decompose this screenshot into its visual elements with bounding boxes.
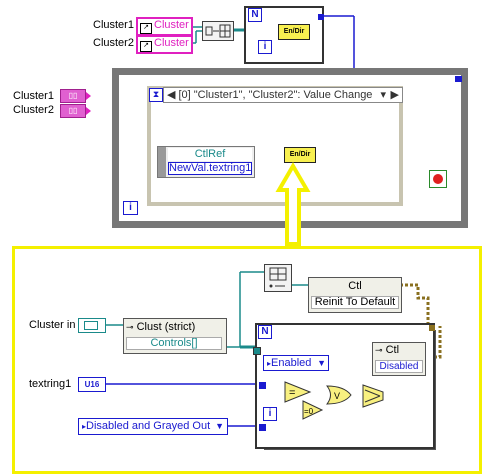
textring1-terminal[interactable]: U16 (78, 377, 106, 392)
wire-reinit (400, 283, 430, 326)
subvi-loop-count: N (258, 325, 272, 339)
reference-icon: ↗ (140, 23, 152, 34)
cluster2-ref-label: Cluster2 (93, 37, 134, 49)
cluster-in-terminal[interactable] (78, 318, 106, 333)
ctlref-item: CtlRef (168, 148, 252, 161)
case-dropdown-arrow[interactable]: ▾ (380, 89, 386, 101)
controls-property: Controls[] (126, 337, 222, 350)
disabled-tunnel (259, 424, 266, 431)
cluster-in-label: Cluster in (29, 319, 76, 331)
equal-zero-function[interactable]: =0 (302, 400, 324, 420)
dropdown-icon: ▼ (317, 358, 326, 368)
stop-icon (433, 174, 443, 184)
event-case-selector[interactable]: ◀[0] "Cluster1", "Cluster2": Value Chang… (163, 87, 403, 103)
build-array-icon (205, 24, 231, 38)
index-array-node[interactable] (264, 264, 292, 292)
event-structure[interactable]: ⧗ ◀[0] "Cluster1", "Cluster2": Value Cha… (147, 86, 403, 206)
cluster1-control-label: Cluster1 (13, 90, 54, 102)
enabled-enum-constant[interactable]: ▸Enabled▼ (263, 355, 329, 371)
subvi-highlight-box (12, 246, 482, 474)
reinit-invoke-node[interactable]: Ctl Reinit To Default (308, 277, 402, 313)
stop-terminal[interactable] (429, 170, 447, 188)
disabled-grayed-enum-constant[interactable]: ▸Disabled and Grayed Out▼ (78, 418, 228, 435)
svg-text:=0: =0 (304, 407, 314, 416)
clust-property-node[interactable]: ⊸ Clust (strict) Controls[] (123, 318, 227, 354)
zoom-arrow (275, 162, 311, 246)
cluster1-reference[interactable]: ↗Cluster (136, 17, 193, 36)
cluster1-control-terminal[interactable]: ▯▯ (60, 89, 91, 103)
build-array-node[interactable] (202, 21, 234, 41)
clust-strict-header: ⊸ Clust (strict) (126, 321, 196, 333)
index-array-icon (269, 267, 287, 288)
event-case-label: [0] "Cluster1", "Cluster2": Value Change (178, 89, 373, 101)
loop-tunnel (455, 76, 462, 82)
loop-count-terminal: N (248, 8, 262, 22)
enable-disable-subvi[interactable]: En/Dir (278, 24, 310, 40)
cluster2-control-terminal[interactable]: ▯▯ (60, 104, 91, 118)
enum-arrow-icon: ▸ (267, 359, 272, 368)
cluster2-control-label: Cluster2 (13, 104, 54, 116)
prev-case-arrow[interactable]: ◀ (167, 89, 176, 101)
textring1-label: textring1 (29, 378, 72, 390)
loop-tunnel (318, 14, 324, 20)
dropdown-icon: ▼ (215, 421, 224, 431)
ctl-property-header: ⊸ Ctl (375, 344, 400, 356)
while-iteration-terminal: i (123, 201, 138, 215)
reinit-method: Reinit To Default (311, 296, 399, 309)
event-data-node[interactable]: CtlRef NewVal.textring1 (157, 146, 255, 178)
error-tunnel-top (429, 325, 435, 331)
next-case-arrow[interactable]: ▶ (390, 89, 399, 101)
disabled-property-node[interactable]: ⊸ Ctl Disabled (372, 342, 426, 376)
svg-text:V: V (334, 391, 340, 401)
top-for-loop[interactable]: N i En/Dir (244, 6, 324, 64)
disabled-property: Disabled (375, 360, 423, 373)
auto-index-tunnel (253, 347, 261, 355)
cluster2-reference[interactable]: ↗Cluster (136, 35, 193, 54)
wrench-icon: ⊸ (126, 322, 134, 332)
reference-icon: ↗ (140, 41, 152, 52)
equal-function[interactable]: = (284, 381, 312, 403)
or-function[interactable]: V (326, 385, 352, 405)
enable-disable-subvi-event[interactable]: En/Dir (284, 147, 316, 163)
enum-arrow-icon: ▸ (82, 422, 87, 431)
wrench-icon: ⊸ (375, 345, 383, 355)
newval-item: NewVal.textring1 (168, 162, 252, 175)
select-function[interactable] (362, 384, 384, 408)
textring-tunnel (259, 382, 266, 389)
subvi-loop-iteration: i (263, 407, 277, 421)
loop-iteration-terminal: i (258, 40, 272, 54)
equal-icon: = (289, 387, 295, 399)
hourglass-icon: ⧗ (149, 88, 163, 102)
cluster1-ref-label: Cluster1 (93, 19, 134, 31)
reference-icon (84, 321, 98, 330)
ctl-header: Ctl (348, 280, 362, 292)
